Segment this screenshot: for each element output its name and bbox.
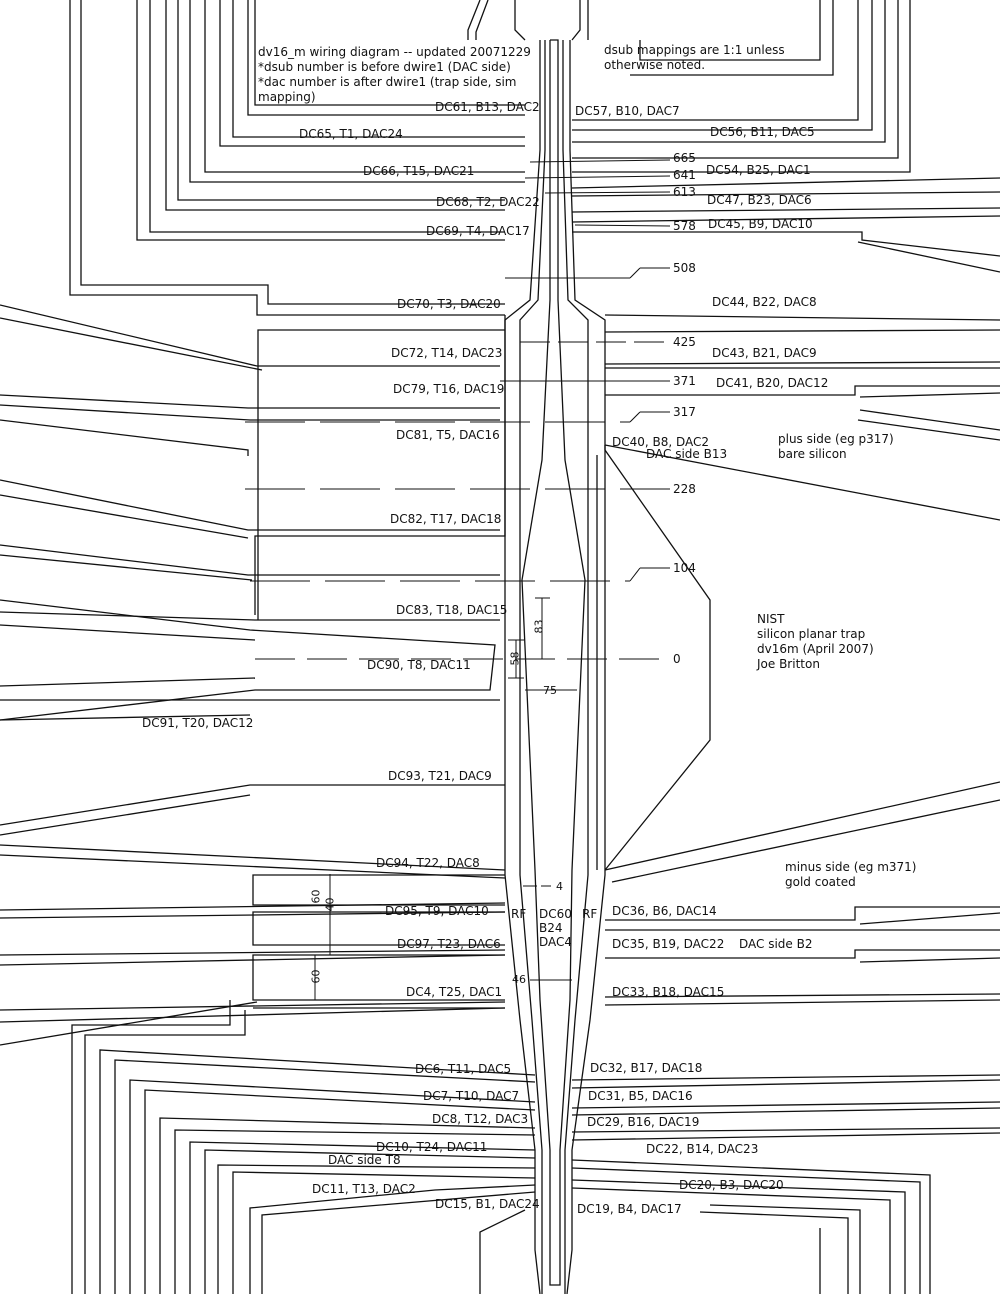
central-rail (504, 39, 711, 1294)
position-marker: 665 (673, 151, 696, 165)
dimension-label-60: 60 (309, 889, 323, 904)
dimension-label-58: 58 (508, 651, 522, 666)
electrode-label-dc4: DC4, T25, DAC1 (406, 985, 503, 999)
position-marker: 425 (673, 335, 696, 349)
position-marker: 104 (673, 561, 696, 575)
header-note-line: dv16_m wiring diagram -- updated 2007122… (258, 45, 531, 59)
electrode-label-dc90: DC90, T8, DAC11 (367, 658, 471, 672)
electrode-label-dc29: DC29, B16, DAC19 (587, 1115, 700, 1129)
position-marker: 228 (673, 482, 696, 496)
electrode-label-dc43: DC43, B21, DAC9 (712, 346, 817, 360)
electrode-label-dc47: DC47, B23, DAC6 (707, 193, 812, 207)
electrode-label-dc94: DC94, T22, DAC8 (376, 856, 480, 870)
electrode-label-dc45: DC45, B9, DAC10 (708, 217, 813, 231)
electrode-label-dc41: DC41, B20, DAC12 (716, 376, 829, 390)
position-marker: 508 (673, 261, 696, 275)
nist-line: dv16m (April 2007) (757, 642, 874, 656)
minus-side-line: gold coated (785, 875, 856, 889)
left-electrode-blocks (252, 315, 506, 1009)
electrode-label-dc35: DC35, B19, DAC22 (612, 937, 725, 951)
left-outer-traces (69, 0, 525, 316)
position-lines (245, 159, 671, 660)
dc60-line: DC60 (539, 907, 572, 921)
right-outer-traces (571, 0, 1000, 1294)
electrode-label-dc66: DC66, T15, DAC21 (363, 164, 475, 178)
electrode-label-dc57: DC57, B10, DAC7 (575, 104, 680, 118)
dc60-label: DC60 B24 DAC4 (539, 907, 572, 949)
plus-side-line: bare silicon (778, 447, 847, 461)
electrode-label-dc11: DC11, T13, DAC2 (312, 1182, 416, 1196)
electrode-label-dc7: DC7, T10, DAC7 (423, 1089, 520, 1103)
dc60-line: DAC4 (539, 935, 573, 949)
electrode-label-dc22: DC22, B14, DAC23 (646, 1142, 759, 1156)
electrode-label-dc81: DC81, T5, DAC16 (396, 428, 500, 442)
minus-side-line: minus side (eg m371) (785, 860, 917, 874)
header-note-line: *dsub number is before dwire1 (DAC side) (258, 60, 511, 74)
electrode-label-dc15: DC15, B1, DAC24 (435, 1197, 540, 1211)
nist-line: NIST (757, 612, 785, 626)
dimension-label-83: 83 (532, 619, 546, 634)
electrode-label-dc72: DC72, T14, DAC23 (391, 346, 503, 360)
header-note-line: otherwise noted. (604, 58, 706, 72)
position-marker: 317 (673, 405, 696, 419)
position-marker: 371 (673, 374, 696, 388)
position-marker: 613 (673, 185, 696, 199)
rf-label-right: RF (582, 907, 598, 921)
electrode-label-dc56: DC56, B11, DAC5 (710, 125, 815, 139)
nist-line: silicon planar trap (757, 627, 866, 641)
position-marker: 0 (673, 652, 681, 666)
electrode-label-dc83: DC83, T18, DAC15 (396, 603, 508, 617)
electrode-label-dc36: DC36, B6, DAC14 (612, 904, 717, 918)
dimension-label-75: 75 (543, 684, 557, 697)
top-frame-line (467, 0, 481, 40)
dimension-label-4: 4 (556, 880, 563, 893)
electrode-label-dc93: DC93, T21, DAC9 (388, 769, 492, 783)
dimension-markers (314, 597, 577, 1000)
header-note-line: *dac number is after dwire1 (trap side, … (258, 75, 517, 89)
electrode-label-dc91: DC91, T20, DAC12 (142, 716, 254, 730)
dimension-label-60: 60 (309, 969, 323, 984)
dimension-label-40: 40 (323, 897, 337, 912)
nist-note: NIST silicon planar trap dv16m (April 20… (757, 612, 874, 672)
header-note-line: dsub mappings are 1:1 unless (604, 43, 785, 57)
electrode-label-dc97: DC97, T23, DAC6 (397, 937, 501, 951)
electrode-label-dc61: DC61, B13, DAC2 (435, 100, 540, 114)
electrode-label-dc32: DC32, B17, DAC18 (590, 1061, 703, 1075)
dimension-label-46: 46 (512, 973, 526, 986)
electrode-label-dc65: DC65, T1, DAC24 (299, 127, 403, 141)
plus-side-note: plus side (eg p317) bare silicon (778, 432, 894, 462)
dc60-line: B24 (539, 921, 563, 935)
electrode-label-dc69: DC69, T4, DAC17 (426, 224, 530, 238)
electrode-label-dc82: DC82, T17, DAC18 (390, 512, 502, 526)
dac-side-t8: DAC side T8 (328, 1153, 401, 1167)
header-note-line: mapping) (258, 90, 316, 104)
left-lower-traces (71, 1000, 536, 1294)
electrode-label-dc31: DC31, B5, DAC16 (588, 1089, 693, 1103)
header-note-right: dsub mappings are 1:1 unless otherwise n… (604, 43, 785, 73)
electrode-label-dc95: DC95, T9, DAC10 (385, 904, 489, 918)
position-marker: 641 (673, 168, 696, 182)
electrode-label-dc70: DC70, T3, DAC20 (397, 297, 501, 311)
dac-side-b2: DAC side B2 (739, 937, 813, 951)
position-marker: 578 (673, 219, 696, 233)
electrode-label-dc20: DC20, B3, DAC20 (679, 1178, 784, 1192)
electrode-label-dc10: DC10, T24, DAC11 (376, 1140, 488, 1154)
nist-line: Joe Britton (757, 657, 820, 671)
plus-side-line: plus side (eg p317) (778, 432, 894, 446)
minus-side-note: minus side (eg m371) gold coated (785, 860, 916, 890)
electrode-label-dc79: DC79, T16, DAC19 (393, 382, 505, 396)
electrode-label-dc19: DC19, B4, DAC17 (577, 1202, 682, 1216)
dac-side-b13: DAC side B13 (646, 447, 728, 461)
electrode-label-dc68: DC68, T2, DAC22 (436, 195, 540, 209)
electrode-label-dc54: DC54, B25, DAC1 (706, 163, 811, 177)
electrode-label-dc6: DC6, T11, DAC5 (415, 1062, 512, 1076)
rf-label-left: RF (511, 907, 527, 921)
header-note-left: dv16_m wiring diagram -- updated 2007122… (258, 45, 531, 105)
electrode-label-dc8: DC8, T12, DAC3 (432, 1112, 529, 1126)
electrode-label-dc44: DC44, B22, DAC8 (712, 295, 817, 309)
electrode-label-dc40: DC40, B8, DAC2 (612, 435, 710, 449)
electrode-label-dc33: DC33, B18, DAC15 (612, 985, 725, 999)
